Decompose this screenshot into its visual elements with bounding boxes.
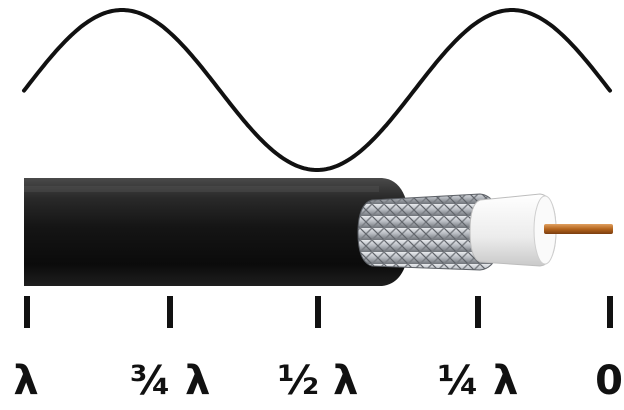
tick-zero xyxy=(607,296,613,328)
scale-labels: λ ¾ λ ½ λ ¼ λ 0 xyxy=(13,358,623,404)
label-quarter-lambda: ¼ λ xyxy=(438,358,519,404)
scale-ticks xyxy=(24,296,613,328)
tick-quarter-lambda xyxy=(475,296,481,328)
label-zero: 0 xyxy=(595,358,623,404)
sine-wave xyxy=(22,8,612,172)
jacket-highlight xyxy=(24,186,379,192)
label-lambda: λ xyxy=(13,358,38,404)
center-conductor xyxy=(544,224,613,234)
tick-lambda xyxy=(24,296,30,328)
tick-three-quarter-lambda xyxy=(167,296,173,328)
label-half-lambda: ½ λ xyxy=(278,358,359,404)
cable-outer-jacket xyxy=(24,178,410,286)
label-three-quarter-lambda: ¾ λ xyxy=(130,358,211,404)
coaxial-cable xyxy=(24,178,613,286)
tick-half-lambda xyxy=(315,296,321,328)
